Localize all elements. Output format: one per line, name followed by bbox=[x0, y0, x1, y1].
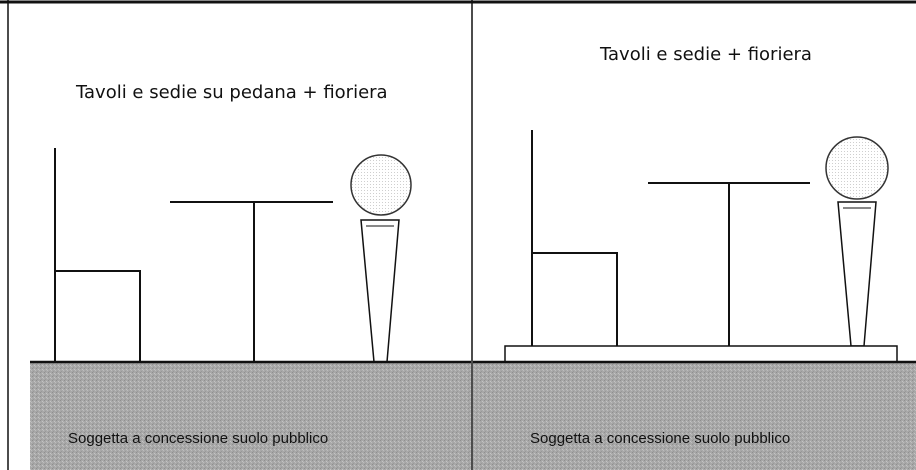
planter bbox=[825, 136, 889, 347]
panel-title: Tavoli e sedie su pedana + fioriera bbox=[75, 82, 388, 103]
chair bbox=[54, 148, 141, 362]
panel-title: Tavoli e sedie + fioriera bbox=[599, 44, 812, 65]
bush bbox=[350, 154, 412, 216]
panel-left: Tavoli e sedie su pedana + fioriera Sogg… bbox=[30, 82, 471, 470]
bush bbox=[825, 136, 889, 200]
ground: Soggetta a concessione suolo pubblico bbox=[30, 360, 471, 470]
ground: Soggetta a concessione suolo pubblico bbox=[473, 360, 916, 470]
table bbox=[170, 201, 333, 362]
platform bbox=[504, 345, 898, 363]
planter bbox=[350, 154, 412, 363]
chair bbox=[531, 130, 618, 346]
ground-label: Soggetta a concessione suolo pubblico bbox=[530, 430, 790, 447]
ground-label: Soggetta a concessione suolo pubblico bbox=[68, 430, 328, 447]
table bbox=[648, 182, 810, 346]
panel-right: Tavoli e sedie + fioriera Soggetta a con… bbox=[473, 44, 916, 470]
